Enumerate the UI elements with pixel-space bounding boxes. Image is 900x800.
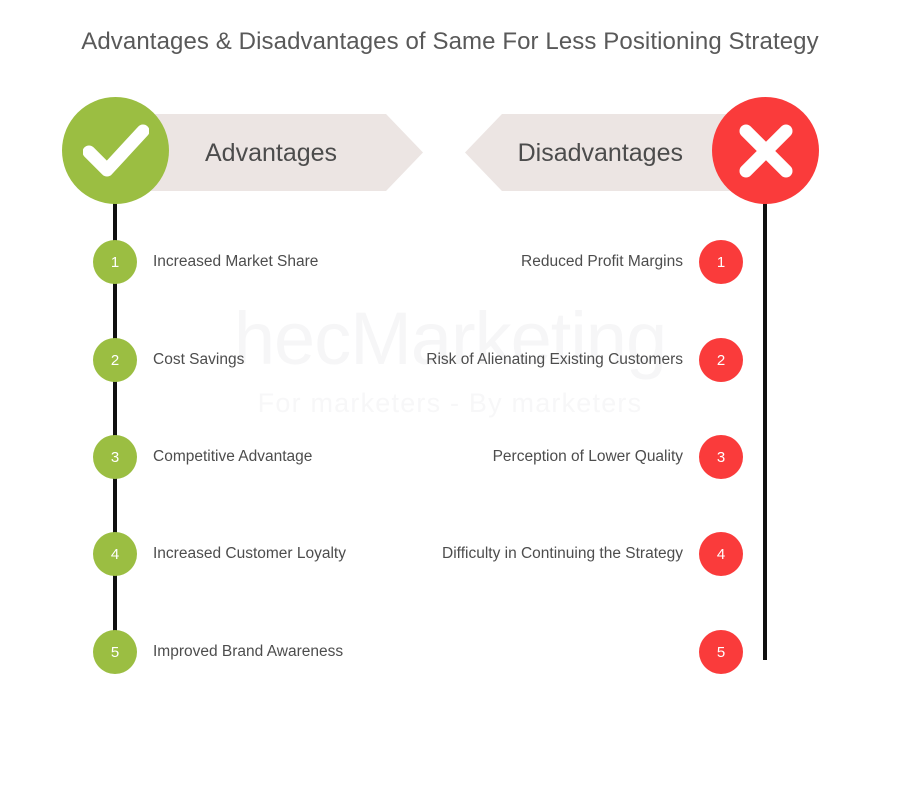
list-item[interactable]: 5 Improved Brand Awareness [93,630,433,674]
list-item[interactable]: 5 [260,630,743,674]
list-item[interactable]: 2 Cost Savings [93,338,433,382]
step-label: Perception of Lower Quality [492,448,683,465]
step-number: 3 [93,435,137,479]
step-label: Improved Brand Awareness [153,643,344,660]
step-label: Increased Market Share [153,253,319,270]
disadvantages-column: Disadvantages 1 Reduced Profit Margins 2… [426,0,900,800]
step-number: 5 [699,630,743,674]
disadvantages-heading: Disadvantages [517,138,683,167]
list-item[interactable]: 3 Perception of Lower Quality [260,435,743,479]
list-item[interactable]: 1 Reduced Profit Margins [260,240,743,284]
step-label: Competitive Advantage [153,448,313,465]
advantages-heading: Advantages [205,138,338,167]
step-label: Cost Savings [153,351,245,368]
list-item[interactable]: 4 Increased Customer Loyalty [93,532,433,576]
step-label: Difficulty in Continuing the Strategy [442,545,683,562]
page-title: Advantages & Disadvantages of Same For L… [81,28,819,55]
advantages-banner: Advantages [115,114,423,191]
cross-icon [712,97,819,204]
step-number: 2 [699,338,743,382]
step-number: 4 [93,532,137,576]
step-number: 3 [699,435,743,479]
step-label: Increased Customer Loyalty [153,545,346,562]
step-label: Reduced Profit Margins [521,253,683,270]
step-number: 2 [93,338,137,382]
list-item[interactable]: 4 Difficulty in Continuing the Strategy [260,532,743,576]
advantages-timeline-spine [113,196,117,660]
step-number: 5 [93,630,137,674]
step-label: Risk of Alienating Existing Customers [426,351,683,368]
step-number: 4 [699,532,743,576]
check-icon [62,97,169,204]
list-item[interactable]: 2 Risk of Alienating Existing Customers [260,338,743,382]
list-item[interactable]: 1 Increased Market Share [93,240,433,284]
advantages-column: Advantages 1 Increased Market Share 2 Co… [62,97,433,674]
step-number: 1 [699,240,743,284]
disadvantages-timeline-spine [763,196,767,660]
step-number: 1 [93,240,137,284]
list-item[interactable]: 3 Competitive Advantage [93,435,433,479]
